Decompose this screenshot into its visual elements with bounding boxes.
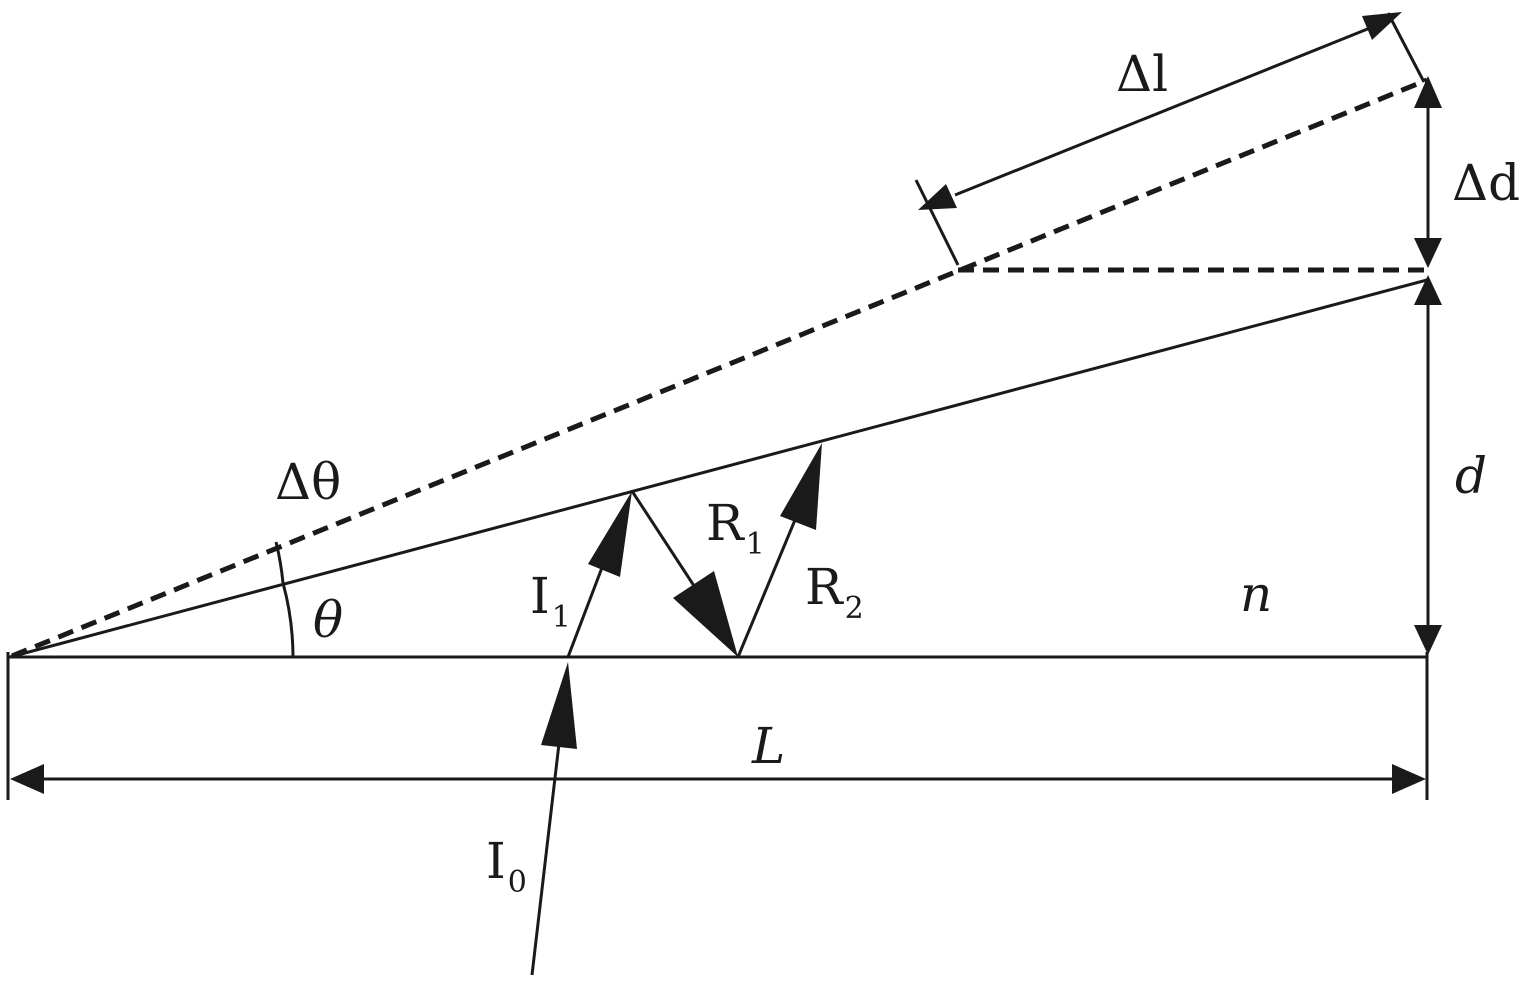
n-label: n [1240, 565, 1272, 623]
theta-angle-arc [281, 582, 295, 658]
ray-i0-line [530, 734, 562, 976]
delta-l-tick-left [914, 179, 960, 266]
ray-i0-arrowhead [541, 662, 577, 749]
ray-r-arrowhead [780, 443, 822, 530]
delta-d-arrow-bottom [1414, 238, 1442, 268]
length-arrow-left [10, 764, 44, 794]
delta-l-tick-right [1386, 12, 1426, 83]
delta-theta-angle-arc [274, 541, 285, 584]
i0-label: I0 [486, 832, 527, 900]
delta-l-dimension-line [954, 26, 1371, 197]
i1-label: I1 [530, 567, 571, 635]
ray-i1-line [566, 564, 605, 658]
tilted-surface-dashed-line [11, 77, 1428, 659]
reflected-ray-down-arrowhead [673, 571, 738, 657]
delta-theta-label: Δθ [275, 453, 341, 511]
r2-label: R2 [805, 558, 864, 626]
reflected-ray-down-line [630, 490, 702, 596]
r1-label: R1 [706, 494, 765, 562]
delta-l-arrow-right [1362, 12, 1402, 40]
d-arrow-top [1414, 275, 1442, 305]
ray-i1-arrowhead [588, 491, 632, 577]
delta-l-label: Δl [1116, 45, 1168, 103]
ray-r-line [736, 519, 797, 658]
delta-l-arrow-left [918, 184, 957, 210]
l-label: L [751, 717, 785, 775]
d-arrow-bottom [1414, 625, 1442, 655]
upper-surface-line [9, 278, 1428, 659]
length-arrow-right [1392, 764, 1426, 794]
theta-label: θ [313, 591, 343, 649]
d-label: d [1455, 447, 1487, 505]
delta-d-label: Δd [1452, 154, 1520, 212]
delta-d-arrow-top [1414, 76, 1442, 108]
